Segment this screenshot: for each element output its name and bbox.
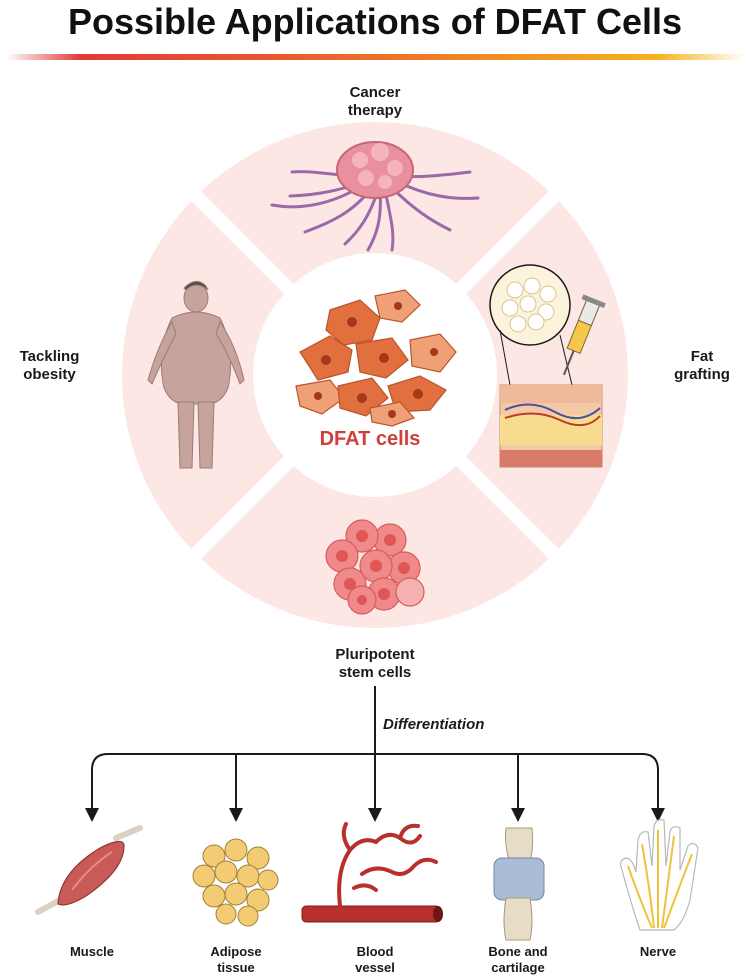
differentiation-label: Differentiation [383,716,485,733]
dfat-cells-label: DFAT cells [319,428,421,450]
fat-grafting-illustration [489,264,606,468]
adipose-tissue-illustration [192,838,279,927]
cancer-therapy-label: Cancer therapy [347,84,403,119]
pluripotent-stem-cells-label: Pluripotent stem cells [335,646,415,681]
dfat-cells-illustration [295,289,457,427]
target-label-blood-vessel: Blood vessel [355,944,395,975]
tumor-illustration [270,141,480,252]
title-gradient-bar [6,54,746,60]
muscle-illustration [35,825,143,915]
diagram-title: Possible Applications of DFAT Cells [67,1,683,42]
bone-cartilage-illustration [493,827,545,941]
nerve-illustration [620,819,699,931]
target-label-muscle: Muscle [69,944,115,959]
stem-cell-cluster-illustration [325,519,425,615]
fat-grafting-label: Fat grafting [674,348,730,383]
blood-vessel-illustration [301,822,443,923]
target-label-nerve: Nerve [639,944,677,959]
differentiation-tree [85,686,665,822]
target-label-bone-cartilage: Bone and cartilage [488,944,548,975]
obese-person-illustration [147,281,245,469]
target-label-adipose: Adipose tissue [210,944,262,975]
tackling-obesity-label: Tackling obesity [19,348,80,383]
